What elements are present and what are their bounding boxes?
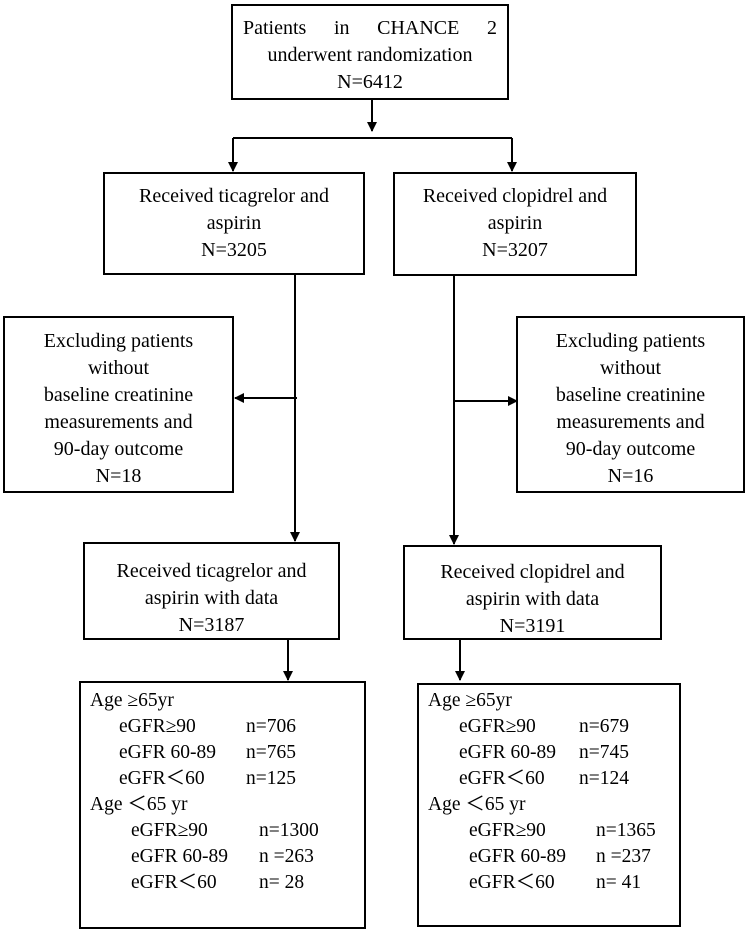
exclusion-right-line2: without (599, 357, 662, 379)
arm-clopidrel-line2: aspirin (487, 212, 543, 234)
younger-header: Age ＜65 yr (90, 794, 188, 815)
exclusion-right-line5: 90-day outcome (565, 438, 696, 460)
arm-clopidrel-box: Received clopidrel and aspirin N=3207 (393, 172, 637, 276)
arm-clopidrel-n: N=3207 (482, 239, 548, 261)
older-egfr-60-89-row: eGFR 60-89 n=745 (459, 742, 629, 763)
exclusion-left-line2: without (87, 357, 150, 379)
subgroup-ticagrelor-box: Age ≥65yr eGFR≥90 n=706 eGFR 60-89 n=765… (79, 681, 366, 929)
exclusion-left-line3: baseline creatinine (43, 384, 194, 406)
randomization-line2: underwent randomization (267, 44, 473, 66)
exclusion-left-line1: Excluding patients (43, 330, 194, 352)
younger-egfr-90-row: eGFR≥90 n=1300 (131, 820, 319, 841)
randomization-n: N=6412 (337, 71, 403, 93)
with-data-ticagrelor-box: Received ticagrelor and aspirin with dat… (83, 542, 340, 640)
younger-egfr-90-row: eGFR≥90 n=1365 (469, 820, 656, 841)
with-data-ticagrelor-line2: aspirin with data (144, 587, 279, 609)
exclusion-right-box: Excluding patients without baseline crea… (516, 316, 745, 493)
older-egfr-60-89-row: eGFR 60-89 n=765 (119, 742, 296, 763)
with-data-clopidrel-n: N=3191 (499, 615, 566, 637)
exclusion-left-line4: measurements and (44, 411, 193, 433)
older-egfr-lt60-row: eGFR＜60 n=125 (119, 768, 296, 789)
younger-egfr-60-89-row: eGFR 60-89 n =263 (131, 846, 314, 867)
older-egfr-90-row: eGFR≥90 n=706 (119, 716, 296, 737)
exclusion-left-box: Excluding patients without baseline crea… (3, 316, 234, 493)
with-data-clopidrel-line1: Received clopidrel and (440, 561, 625, 583)
younger-egfr-60-89-row: eGFR 60-89 n =237 (469, 846, 651, 867)
arm-ticagrelor-box: Received ticagrelor and aspirin N=3205 (103, 172, 365, 275)
with-data-clopidrel-box: Received clopidrel and aspirin with data… (403, 545, 662, 640)
exclusion-right-line1: Excluding patients (555, 330, 706, 352)
with-data-clopidrel-line2: aspirin with data (465, 588, 600, 610)
exclusion-left-line5: 90-day outcome (53, 438, 184, 460)
with-data-ticagrelor-n: N=3187 (178, 614, 245, 636)
older-egfr-90-row: eGFR≥90 n=679 (459, 716, 629, 737)
exclusion-right-line3: baseline creatinine (555, 384, 706, 406)
randomization-line1: Patients in CHANCE 2 (243, 17, 497, 39)
arm-ticagrelor-line2: aspirin (206, 212, 262, 234)
with-data-ticagrelor-line1: Received ticagrelor and (116, 560, 307, 582)
randomization-box: Patients in CHANCE 2 underwent randomiza… (231, 4, 509, 100)
exclusion-left-n: N=18 (95, 465, 142, 487)
younger-egfr-lt60-row: eGFR＜60 n= 41 (469, 872, 642, 893)
older-header: Age ≥65yr (428, 690, 512, 711)
younger-header: Age ＜65 yr (428, 794, 526, 815)
older-egfr-lt60-row: eGFR＜60 n=124 (459, 768, 629, 789)
arm-clopidrel-line1: Received clopidrel and (422, 185, 608, 207)
exclusion-right-line4: measurements and (556, 411, 705, 433)
arm-ticagrelor-line1: Received ticagrelor and (139, 185, 329, 207)
subgroup-clopidrel-box: Age ≥65yr eGFR≥90 n=679 eGFR 60-89 n=745… (417, 683, 681, 927)
exclusion-right-n: N=16 (607, 465, 654, 487)
younger-egfr-lt60-row: eGFR＜60 n= 28 (131, 872, 305, 893)
older-header: Age ≥65yr (90, 690, 174, 711)
arm-ticagrelor-n: N=3205 (201, 239, 267, 261)
